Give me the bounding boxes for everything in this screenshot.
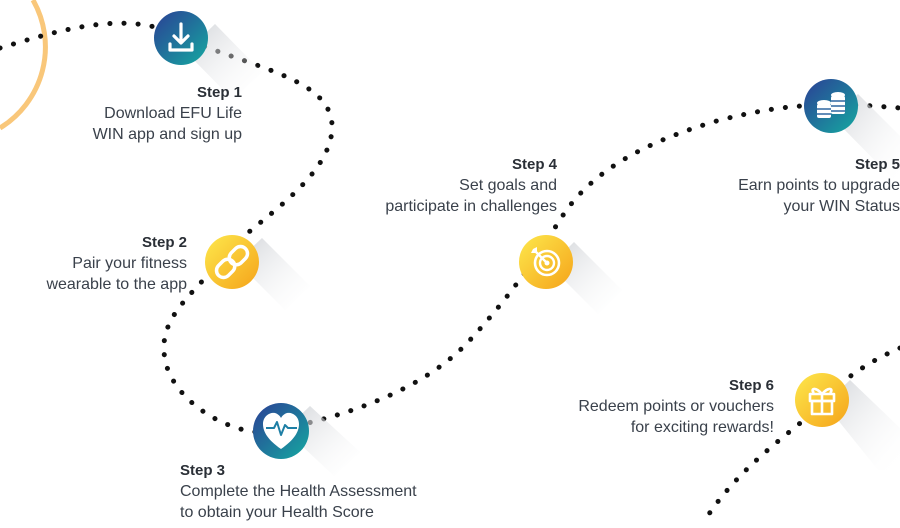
step-title: Step 3: [180, 462, 226, 479]
dotted-path-2: [702, 345, 900, 523]
step-title: Step 6: [728, 377, 774, 394]
step-description: Redeem points or vouchers for exciting r…: [578, 398, 774, 436]
step-description: Download EFU Life WIN app and sign up: [92, 105, 242, 143]
step-description: Pair your fitness wearable to the app: [46, 255, 187, 293]
coins-icon: [804, 79, 858, 133]
step-description: Set goals and participate in challenges: [385, 177, 557, 215]
step-description: Complete the Health Assessment to obtain…: [180, 483, 417, 521]
link-icon: [205, 235, 259, 289]
heart-pulse-icon: [253, 403, 309, 459]
dotted-path-1: [0, 20, 900, 435]
step-4: Step 4 Set goals and participate in chal…: [320, 154, 557, 217]
step-1: Step 1 Download EFU Life WIN app and sig…: [20, 82, 242, 145]
step-6: Step 6 Redeem points or vouchers for exc…: [500, 375, 774, 438]
gift-icon: [795, 373, 849, 427]
step-5: Step 5 Earn points to upgrade your WIN S…: [660, 154, 900, 217]
step-title: Step 5: [854, 156, 900, 173]
decorative-ring: [0, 0, 48, 131]
step-2: Step 2 Pair your fitness wearable to the…: [0, 232, 187, 295]
step-3: Step 3 Complete the Health Assessment to…: [180, 460, 500, 523]
download-icon: [154, 11, 208, 65]
step-title: Step 1: [196, 84, 242, 101]
target-icon: [519, 235, 573, 289]
step-description: Earn points to upgrade your WIN Status: [738, 177, 900, 215]
step-title: Step 4: [511, 156, 557, 173]
step-title: Step 2: [141, 234, 187, 251]
